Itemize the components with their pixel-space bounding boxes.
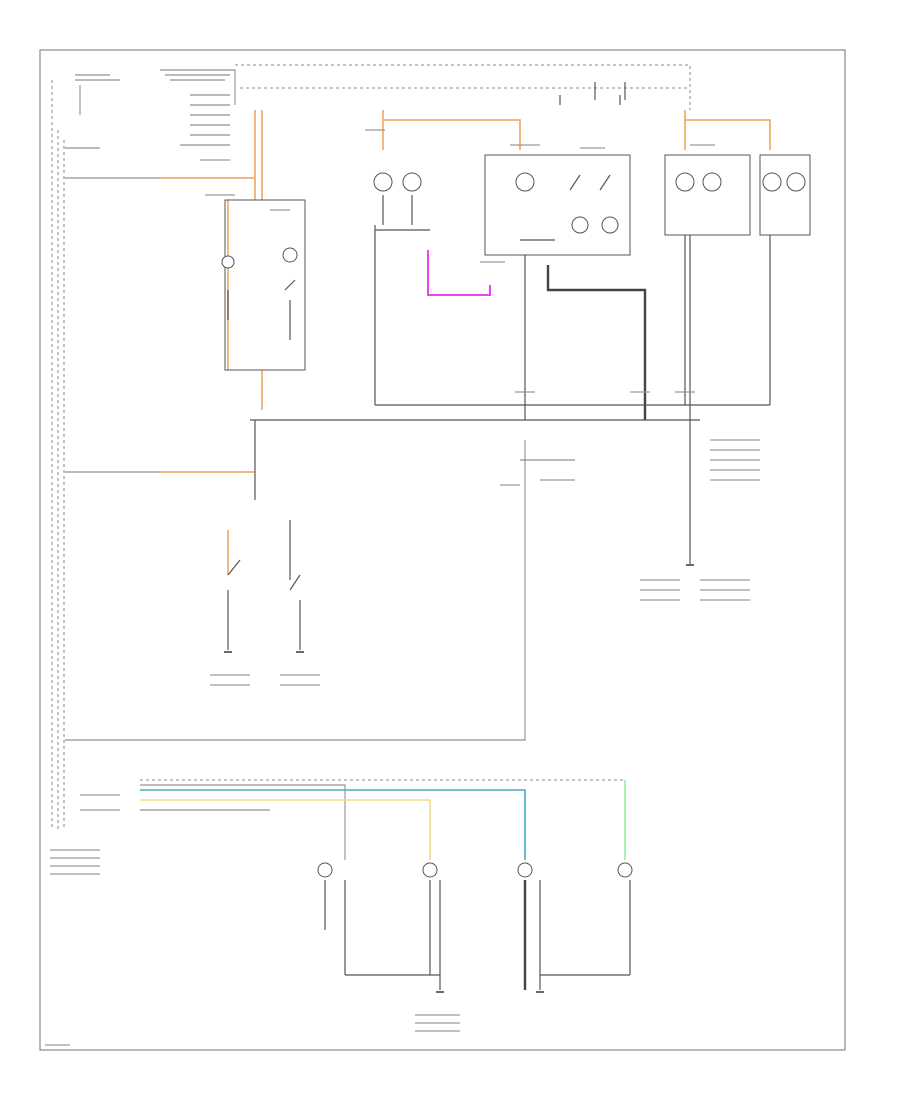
ground-bus bbox=[250, 419, 700, 566]
right-lamp-modules bbox=[375, 154, 811, 420]
dimmer-input bbox=[65, 440, 256, 500]
left-lamp-module bbox=[221, 199, 306, 371]
center-switch-module bbox=[484, 154, 647, 420]
battery-feed bbox=[65, 147, 255, 179]
orange-supply-wires bbox=[227, 110, 771, 410]
fuse-block-top bbox=[75, 64, 691, 146]
diagram-frame bbox=[39, 49, 846, 1051]
bottom-circuits bbox=[140, 779, 626, 860]
label-marks bbox=[45, 129, 760, 1046]
center-left-lamp bbox=[373, 172, 491, 405]
left-bus-lines bbox=[51, 80, 65, 830]
feed-line-low bbox=[65, 470, 526, 741]
lower-left-switches bbox=[224, 520, 304, 653]
bottom-lamps bbox=[317, 862, 633, 993]
